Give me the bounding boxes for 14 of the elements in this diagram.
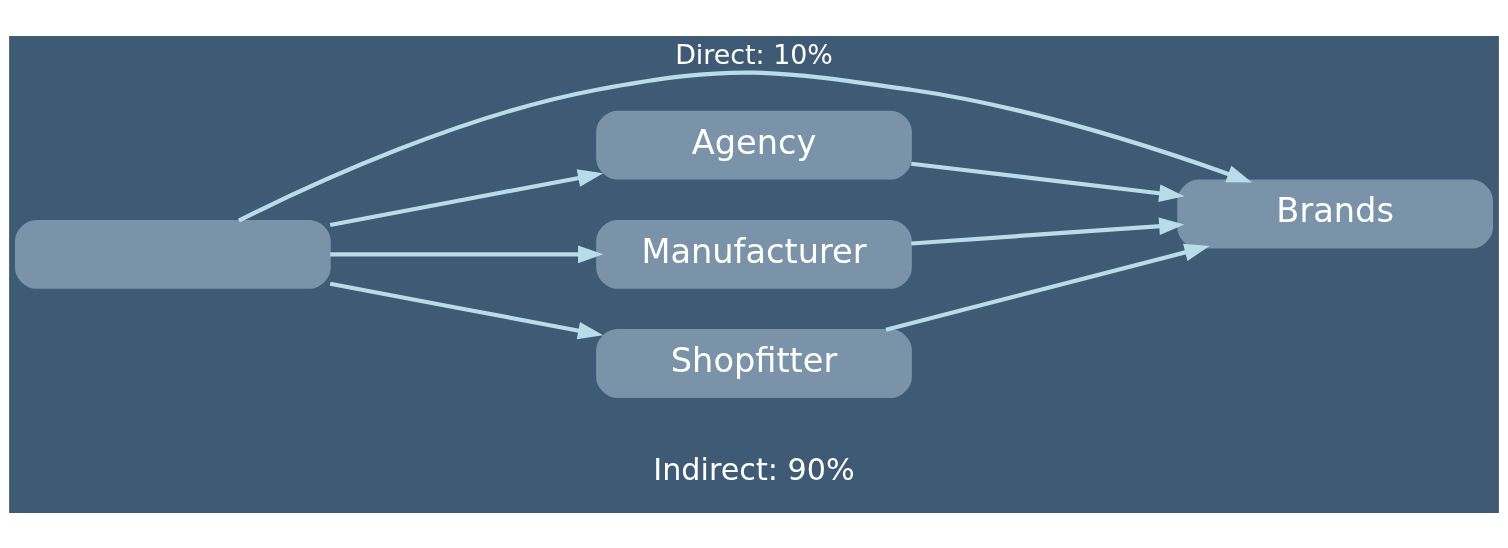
arrow (329, 281, 604, 339)
arrow (885, 243, 1210, 332)
arrow (911, 216, 1185, 246)
arrow (330, 245, 604, 263)
node-box: Agency (596, 110, 912, 180)
arrow (329, 168, 604, 227)
arrow (911, 161, 1185, 202)
label: Indirect: 90% (653, 451, 855, 487)
node-box: Shopfitter (596, 328, 912, 398)
node-box (15, 219, 331, 289)
node-box: Manufacturer (596, 219, 912, 289)
edge-label: Direct: 10% (675, 38, 833, 70)
arrow (237, 70, 1253, 222)
node-box: Brands (1177, 179, 1493, 248)
